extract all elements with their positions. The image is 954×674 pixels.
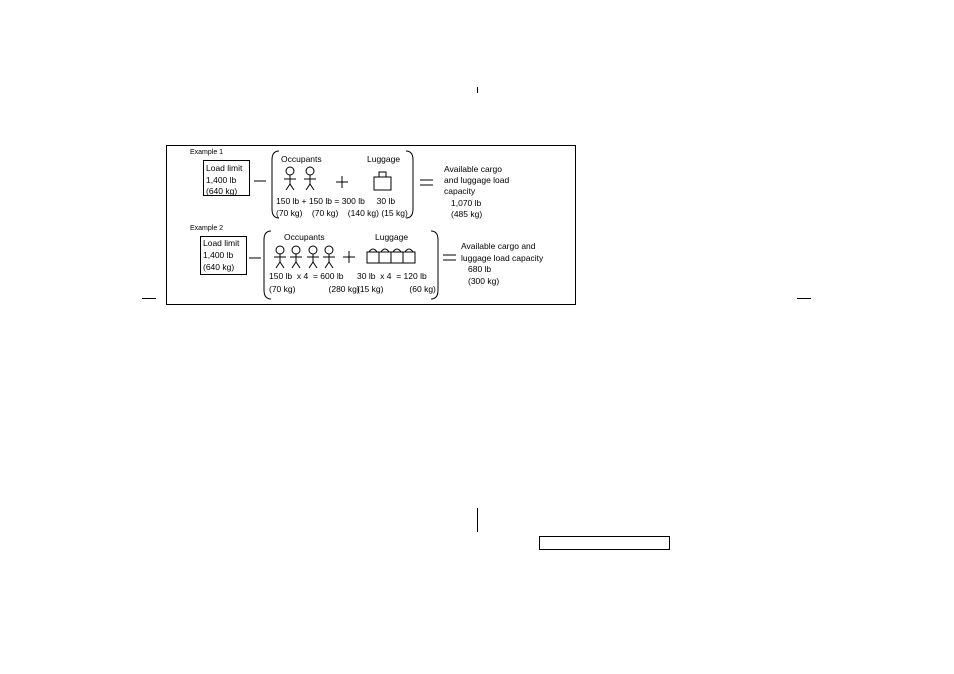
person-icon [284,166,296,191]
ex1-result-line2: and luggage load [444,175,510,185]
ex1-calc-lb: 150 lb + 150 lb = 300 lb 30 lb [276,196,396,206]
crop-mark-bottom [477,508,478,532]
ex2-plus-sign [343,251,355,263]
ex2-calc-lb-luggage: 30 lb x 4 = 120 lb [357,271,427,281]
ex1-load-limit-kg: (640 kg) [206,186,238,196]
luggage-icon [402,248,416,264]
ex1-luggage-heading: Luggage [367,154,401,164]
ex1-equals-sign [420,179,433,186]
ex2-result-line1: Available cargo and [461,241,536,251]
ex1-load-limit-lb: 1,400 lb [206,175,237,185]
ex2-equals-sign [443,254,456,261]
footer-box [539,536,670,550]
ex1-plus-sign [336,176,348,188]
ex1-bracket-left [271,150,280,219]
ex2-load-limit-box [200,236,247,275]
crop-mark-right [797,298,811,299]
ex2-luggage-heading: Luggage [375,232,409,242]
ex1-result-kg: (485 kg) [451,209,483,219]
ex2-load-limit-kg: (640 kg) [203,262,235,272]
ex1-result-line1: Available cargo [444,164,502,174]
load-diagram-frame [166,145,576,305]
ex1-label: Example 1 [190,149,224,156]
ex2-occupants-heading: Occupants [284,232,325,242]
person-icon [304,166,316,191]
ex2-result-lb: 680 lb [468,264,492,274]
person-icon [323,245,335,269]
ex1-load-limit-box [203,160,250,196]
ex2-load-limit-lb: 1,400 lb [203,250,234,260]
crop-mark-left [142,298,156,299]
ex2-load-limit-title: Load limit [203,238,240,248]
ex1-occupants-heading: Occupants [281,154,322,164]
ex2-bracket-left [263,230,272,300]
ex1-load-limit-title: Load limit [206,163,243,173]
ex1-result-lb: 1,070 lb [451,198,482,208]
luggage-icon [378,248,392,264]
ex1-bracket-right [405,150,414,219]
luggage-icon [373,171,392,191]
ex2-bracket-right [430,230,439,300]
ex2-result-kg: (300 kg) [468,276,500,286]
luggage-icon [366,248,380,264]
ex2-result-line2: luggage load capacity [461,253,544,263]
person-icon [274,245,286,269]
ex2-calc-kg-occupants: (70 kg) (280 kg) [269,284,360,294]
crop-mark-top [477,87,478,93]
ex2-calc-kg-luggage: (15 kg) (60 kg) [357,284,436,294]
person-icon [307,245,319,269]
ex1-calc-kg: (70 kg) (70 kg) (140 kg) (15 kg) [276,208,408,218]
person-icon [290,245,302,269]
luggage-icon [390,248,404,264]
ex2-label: Example 2 [190,225,224,232]
ex1-result-line3: capacity [444,186,476,196]
ex2-calc-lb-occupants: 150 lb x 4 = 600 lb [269,271,344,281]
